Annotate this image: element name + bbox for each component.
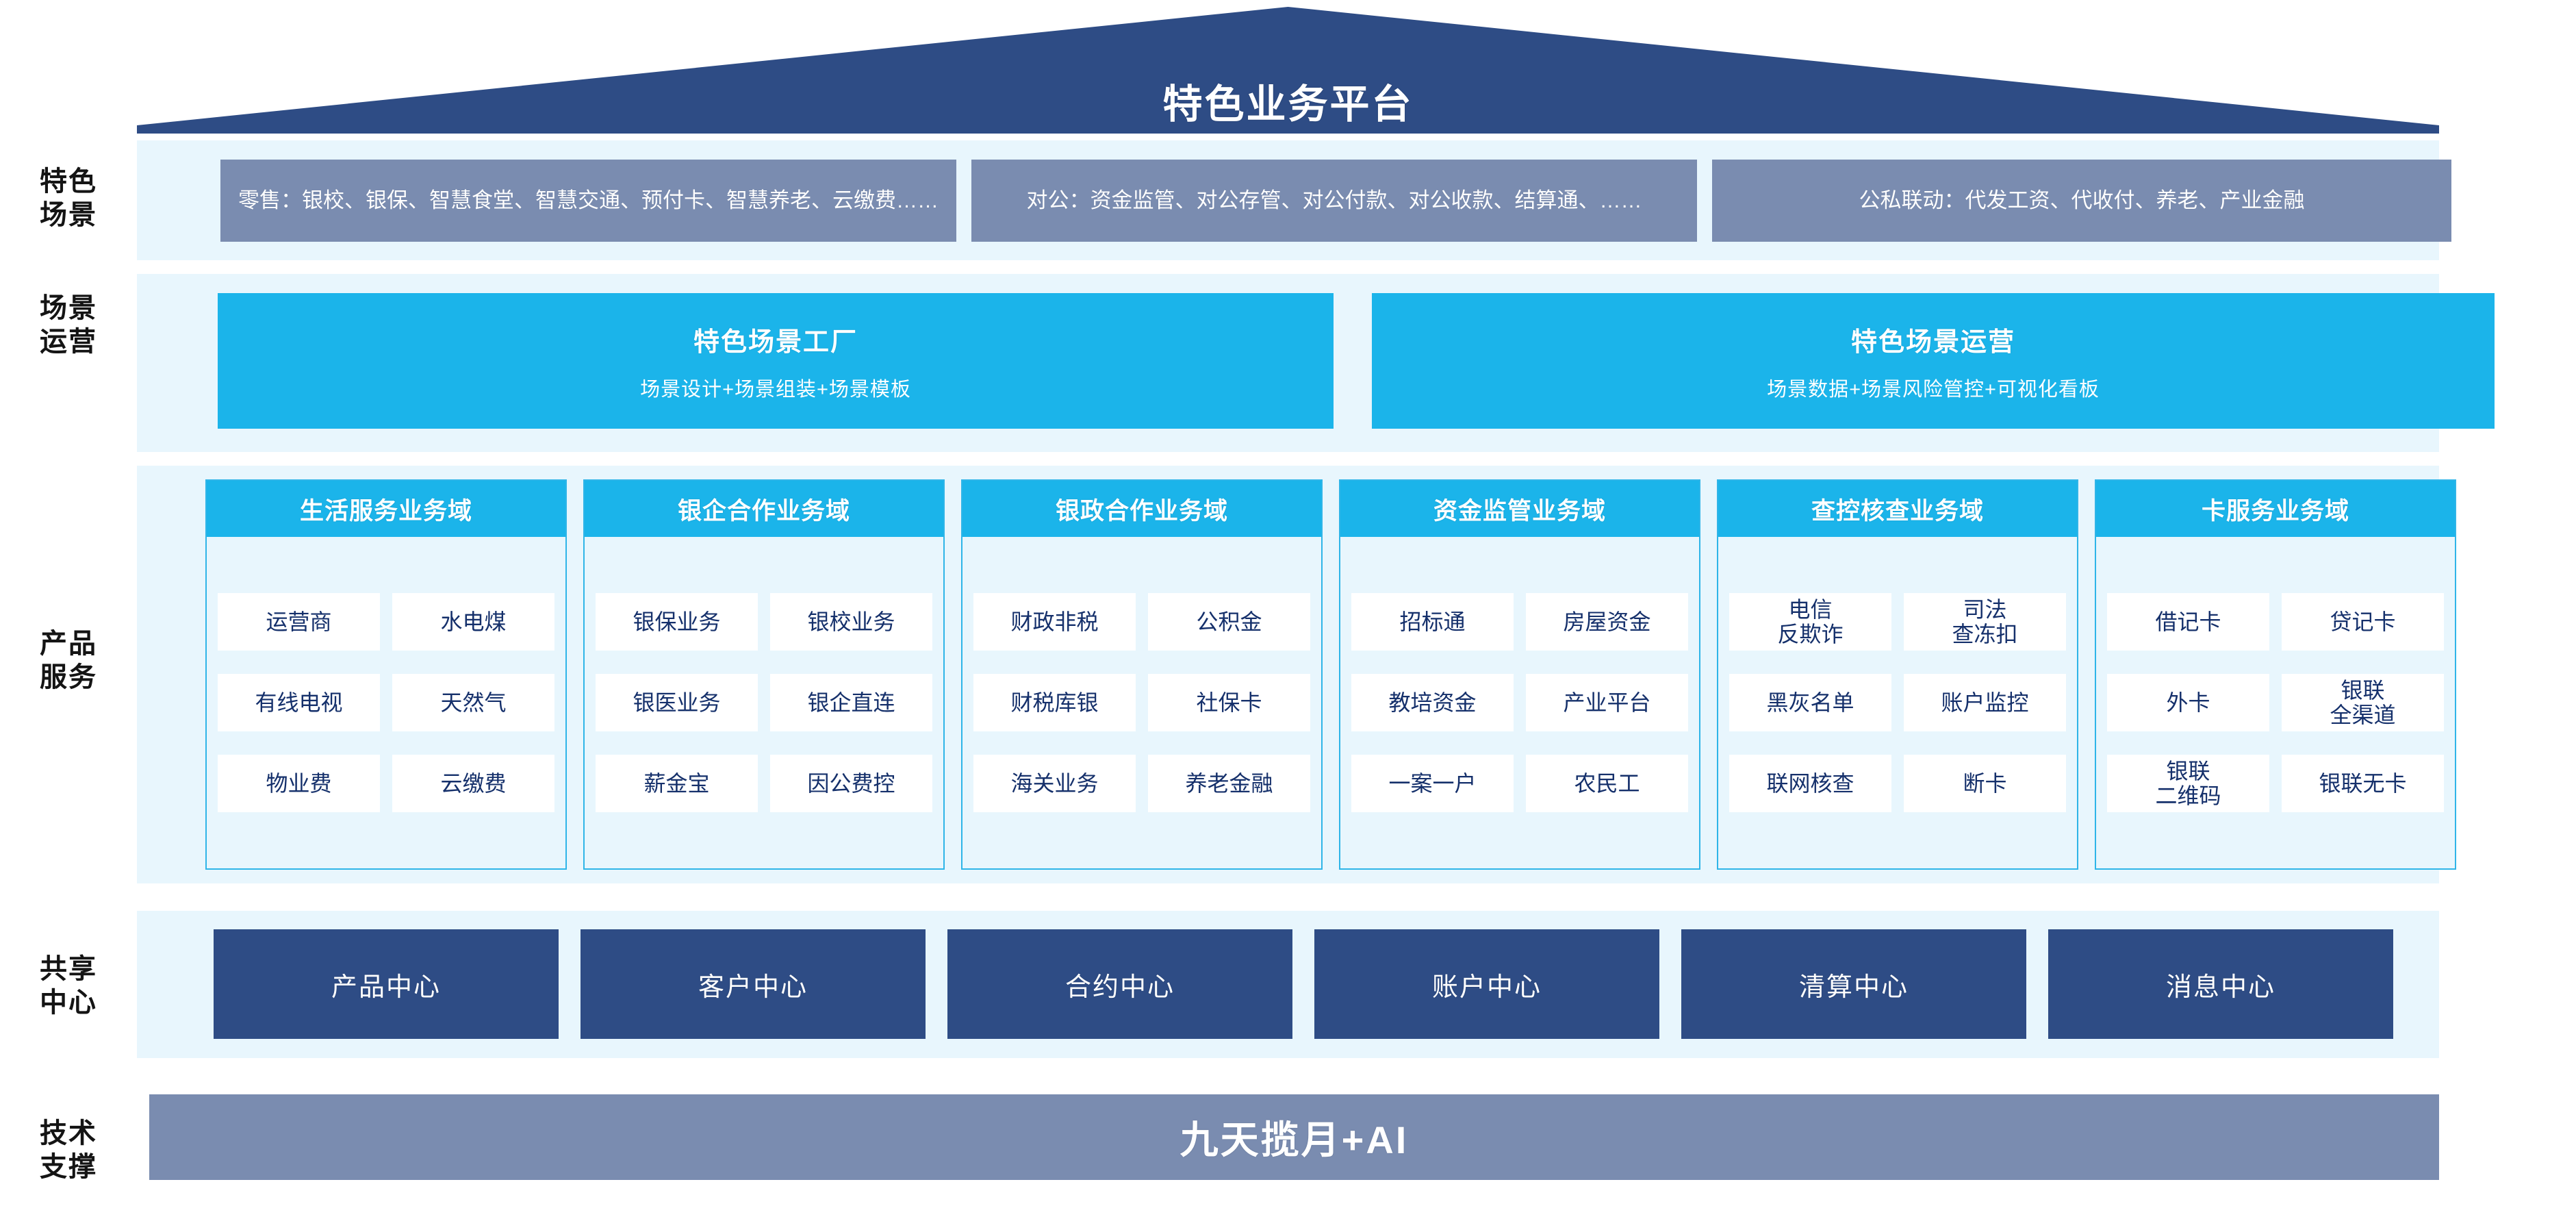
rail-label-line2: 支撑 — [40, 1152, 97, 1182]
domain-item[interactable]: 财政非税 — [973, 593, 1136, 651]
domain-card-service[interactable]: 卡服务业务域 借记卡 贷记卡 外卡 银联 全渠道 银联 二维码 银联无卡 — [2095, 479, 2456, 870]
domain-item[interactable]: 银保业务 — [596, 593, 758, 651]
domain-item-grid: 借记卡 贷记卡 外卡 银联 全渠道 银联 二维码 银联无卡 — [2096, 537, 2455, 868]
domain-item[interactable]: 财税库银 — [973, 674, 1136, 731]
page-title: 特色业务平台 — [1162, 82, 1414, 127]
domain-item-grid: 电信 反欺诈 司法 查冻扣 黑灰名单 账户监控 联网核查 断卡 — [1718, 537, 2077, 868]
shared-center-product[interactable]: 产品中心 — [214, 929, 559, 1039]
domain-item[interactable]: 外卡 — [2107, 674, 2269, 731]
domain-item[interactable]: 账户监控 — [1904, 674, 2066, 731]
rail-label-line1: 特色 — [40, 166, 97, 197]
domain-item[interactable]: 断卡 — [1904, 755, 2066, 812]
domain-title: 查控核查业务域 — [1718, 481, 2077, 537]
layer-label-rail: 特色 场景 场景 运营 产品 服务 共享 中心 技术 支撑 — [0, 134, 137, 1229]
domain-item[interactable]: 贷记卡 — [2282, 593, 2444, 651]
rail-label-line2: 中心 — [40, 988, 97, 1018]
domain-item-grid: 运营商 水电煤 有线电视 天然气 物业费 云缴费 — [207, 537, 565, 868]
rail-label-shared: 共享 中心 — [0, 907, 137, 1065]
domain-item-grid: 银保业务 银校业务 银医业务 银企直连 薪金宝 因公费控 — [585, 537, 943, 868]
domain-item[interactable]: 黑灰名单 — [1729, 674, 1891, 731]
rail-label-operation: 场景 运营 — [0, 267, 137, 384]
domain-item[interactable]: 运营商 — [218, 593, 380, 651]
rail-label-line2: 场景 — [40, 200, 97, 230]
domain-item[interactable]: 农民工 — [1526, 755, 1688, 812]
operation-bar-scene-operation[interactable]: 特色场景运营 场景数据+场景风险管控+可视化看板 — [1372, 293, 2495, 429]
scenario-chip-retail[interactable]: 零售：银校、银保、智慧食堂、智慧交通、预付卡、智慧养老、云缴费…… — [220, 160, 956, 242]
domain-item[interactable]: 公积金 — [1148, 593, 1310, 651]
domain-title: 卡服务业务域 — [2096, 481, 2455, 537]
domain-item[interactable]: 物业费 — [218, 755, 380, 812]
domain-item[interactable]: 教培资金 — [1351, 674, 1514, 731]
domain-title: 生活服务业务域 — [207, 481, 565, 537]
operation-bar-subtitle: 场景数据+场景风险管控+可视化看板 — [1767, 378, 2100, 401]
domain-item[interactable]: 银联 全渠道 — [2282, 674, 2444, 731]
domain-item[interactable]: 因公费控 — [770, 755, 932, 812]
rail-label-scenario: 特色 场景 — [0, 134, 137, 264]
operation-bar-title: 特色场景工厂 — [693, 327, 858, 357]
domain-item[interactable]: 水电煤 — [392, 593, 554, 651]
domain-item[interactable]: 有线电视 — [218, 674, 380, 731]
domain-title: 银政合作业务域 — [962, 481, 1321, 537]
domain-life-service[interactable]: 生活服务业务域 运营商 水电煤 有线电视 天然气 物业费 云缴费 — [205, 479, 567, 870]
operation-bar-title: 特色场景运营 — [1850, 327, 2015, 357]
domain-item[interactable]: 云缴费 — [392, 755, 554, 812]
domain-bank-government[interactable]: 银政合作业务域 财政非税 公积金 财税库银 社保卡 海关业务 养老金融 — [961, 479, 1323, 870]
shared-center-message[interactable]: 消息中心 — [2048, 929, 2393, 1039]
domain-item[interactable]: 司法 查冻扣 — [1904, 593, 2066, 651]
domain-item[interactable]: 海关业务 — [973, 755, 1136, 812]
shared-center-contract[interactable]: 合约中心 — [947, 929, 1292, 1039]
operation-bar-scene-factory[interactable]: 特色场景工厂 场景设计+场景组装+场景模板 — [218, 293, 1334, 429]
roof-shape — [137, 7, 2439, 134]
scenario-chip-public-private-linkage[interactable]: 公私联动：代发工资、代收付、养老、产业金融 — [1712, 160, 2451, 242]
rail-label-technology: 技术 支撑 — [0, 1082, 137, 1219]
domain-item[interactable]: 银联无卡 — [2282, 755, 2444, 812]
domain-item[interactable]: 银校业务 — [770, 593, 932, 651]
shared-center-customer[interactable]: 客户中心 — [581, 929, 926, 1039]
domain-item-grid: 财政非税 公积金 财税库银 社保卡 海关业务 养老金融 — [962, 537, 1321, 868]
rail-label-line2: 服务 — [40, 662, 97, 692]
domain-title: 资金监管业务域 — [1340, 481, 1699, 537]
domain-bank-enterprise[interactable]: 银企合作业务域 银保业务 银校业务 银医业务 银企直连 薪金宝 因公费控 — [583, 479, 945, 870]
domain-item[interactable]: 招标通 — [1351, 593, 1514, 651]
shared-center-account[interactable]: 账户中心 — [1314, 929, 1659, 1039]
technology-support-bar[interactable]: 九天揽月+AI — [149, 1094, 2439, 1180]
rail-label-line1: 场景 — [40, 293, 97, 324]
rail-label-line2: 运营 — [40, 327, 97, 357]
scenario-chip-corporate[interactable]: 对公：资金监管、对公存管、对公付款、对公收款、结算通、…… — [971, 160, 1697, 242]
rail-label-line1: 技术 — [40, 1118, 97, 1149]
domain-item[interactable]: 一案一户 — [1351, 755, 1514, 812]
product-domain-row: 生活服务业务域 运营商 水电煤 有线电视 天然气 物业费 云缴费 银企合作业务域… — [205, 479, 2456, 870]
domain-item[interactable]: 电信 反欺诈 — [1729, 593, 1891, 651]
operation-bar-subtitle: 场景设计+场景组装+场景模板 — [640, 378, 911, 401]
rail-label-product: 产品 服务 — [0, 435, 137, 887]
domain-item[interactable]: 产业平台 — [1526, 674, 1688, 731]
domain-item[interactable]: 银医业务 — [596, 674, 758, 731]
domain-item[interactable]: 银联 二维码 — [2107, 755, 2269, 812]
shared-center-row: 产品中心 客户中心 合约中心 账户中心 清算中心 消息中心 — [214, 929, 2393, 1039]
domain-item[interactable]: 天然气 — [392, 674, 554, 731]
domain-item[interactable]: 房屋资金 — [1526, 593, 1688, 651]
operation-row: 特色场景工厂 场景设计+场景组装+场景模板 特色场景运营 场景数据+场景风险管控… — [218, 293, 2495, 429]
domain-item[interactable]: 薪金宝 — [596, 755, 758, 812]
domain-investigation-control[interactable]: 查控核查业务域 电信 反欺诈 司法 查冻扣 黑灰名单 账户监控 联网核查 断卡 — [1717, 479, 2078, 870]
shared-center-clearing[interactable]: 清算中心 — [1681, 929, 2026, 1039]
domain-item[interactable]: 养老金融 — [1148, 755, 1310, 812]
domain-item[interactable]: 社保卡 — [1148, 674, 1310, 731]
domain-title: 银企合作业务域 — [585, 481, 943, 537]
rail-label-line1: 共享 — [40, 954, 97, 985]
platform-roof: 特色业务平台 — [137, 7, 2439, 134]
rail-label-line1: 产品 — [40, 629, 97, 659]
domain-item[interactable]: 借记卡 — [2107, 593, 2269, 651]
domain-item[interactable]: 银企直连 — [770, 674, 932, 731]
domain-item[interactable]: 联网核查 — [1729, 755, 1891, 812]
domain-fund-supervision[interactable]: 资金监管业务域 招标通 房屋资金 教培资金 产业平台 一案一户 农民工 — [1339, 479, 1700, 870]
domain-item-grid: 招标通 房屋资金 教培资金 产业平台 一案一户 农民工 — [1340, 537, 1699, 868]
scenario-row: 零售：银校、银保、智慧食堂、智慧交通、预付卡、智慧养老、云缴费…… 对公：资金监… — [220, 160, 2451, 242]
